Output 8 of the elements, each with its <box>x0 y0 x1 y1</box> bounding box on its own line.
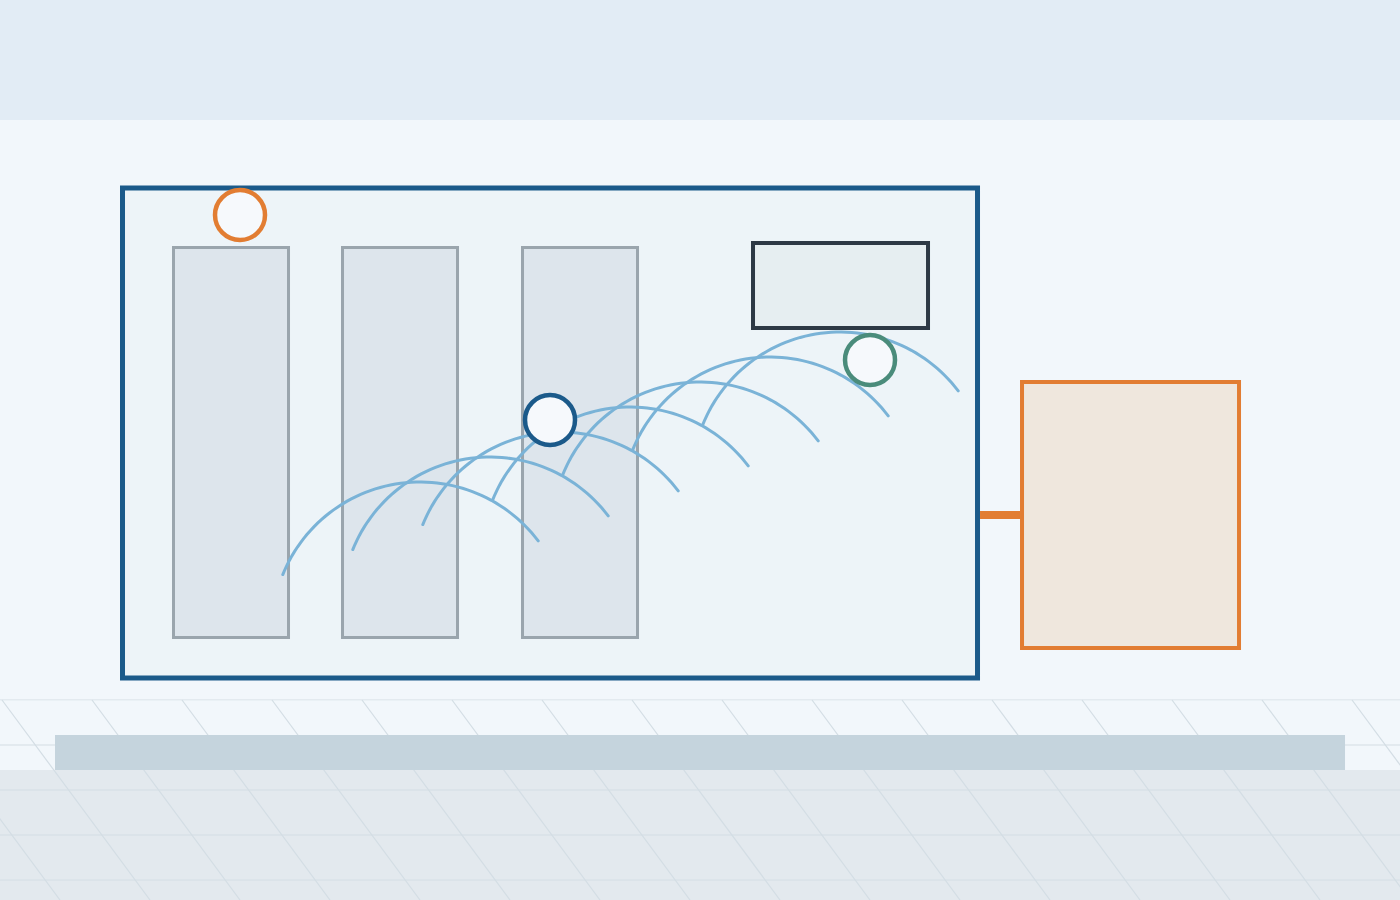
rack-panel <box>521 246 639 639</box>
rack-panel <box>341 246 459 639</box>
marker-circle <box>212 187 268 243</box>
marker-circle <box>842 332 898 388</box>
marker-circle <box>522 392 578 448</box>
cabinet-box <box>1020 380 1241 650</box>
panel-box <box>751 241 930 330</box>
rack-panel <box>172 246 290 639</box>
